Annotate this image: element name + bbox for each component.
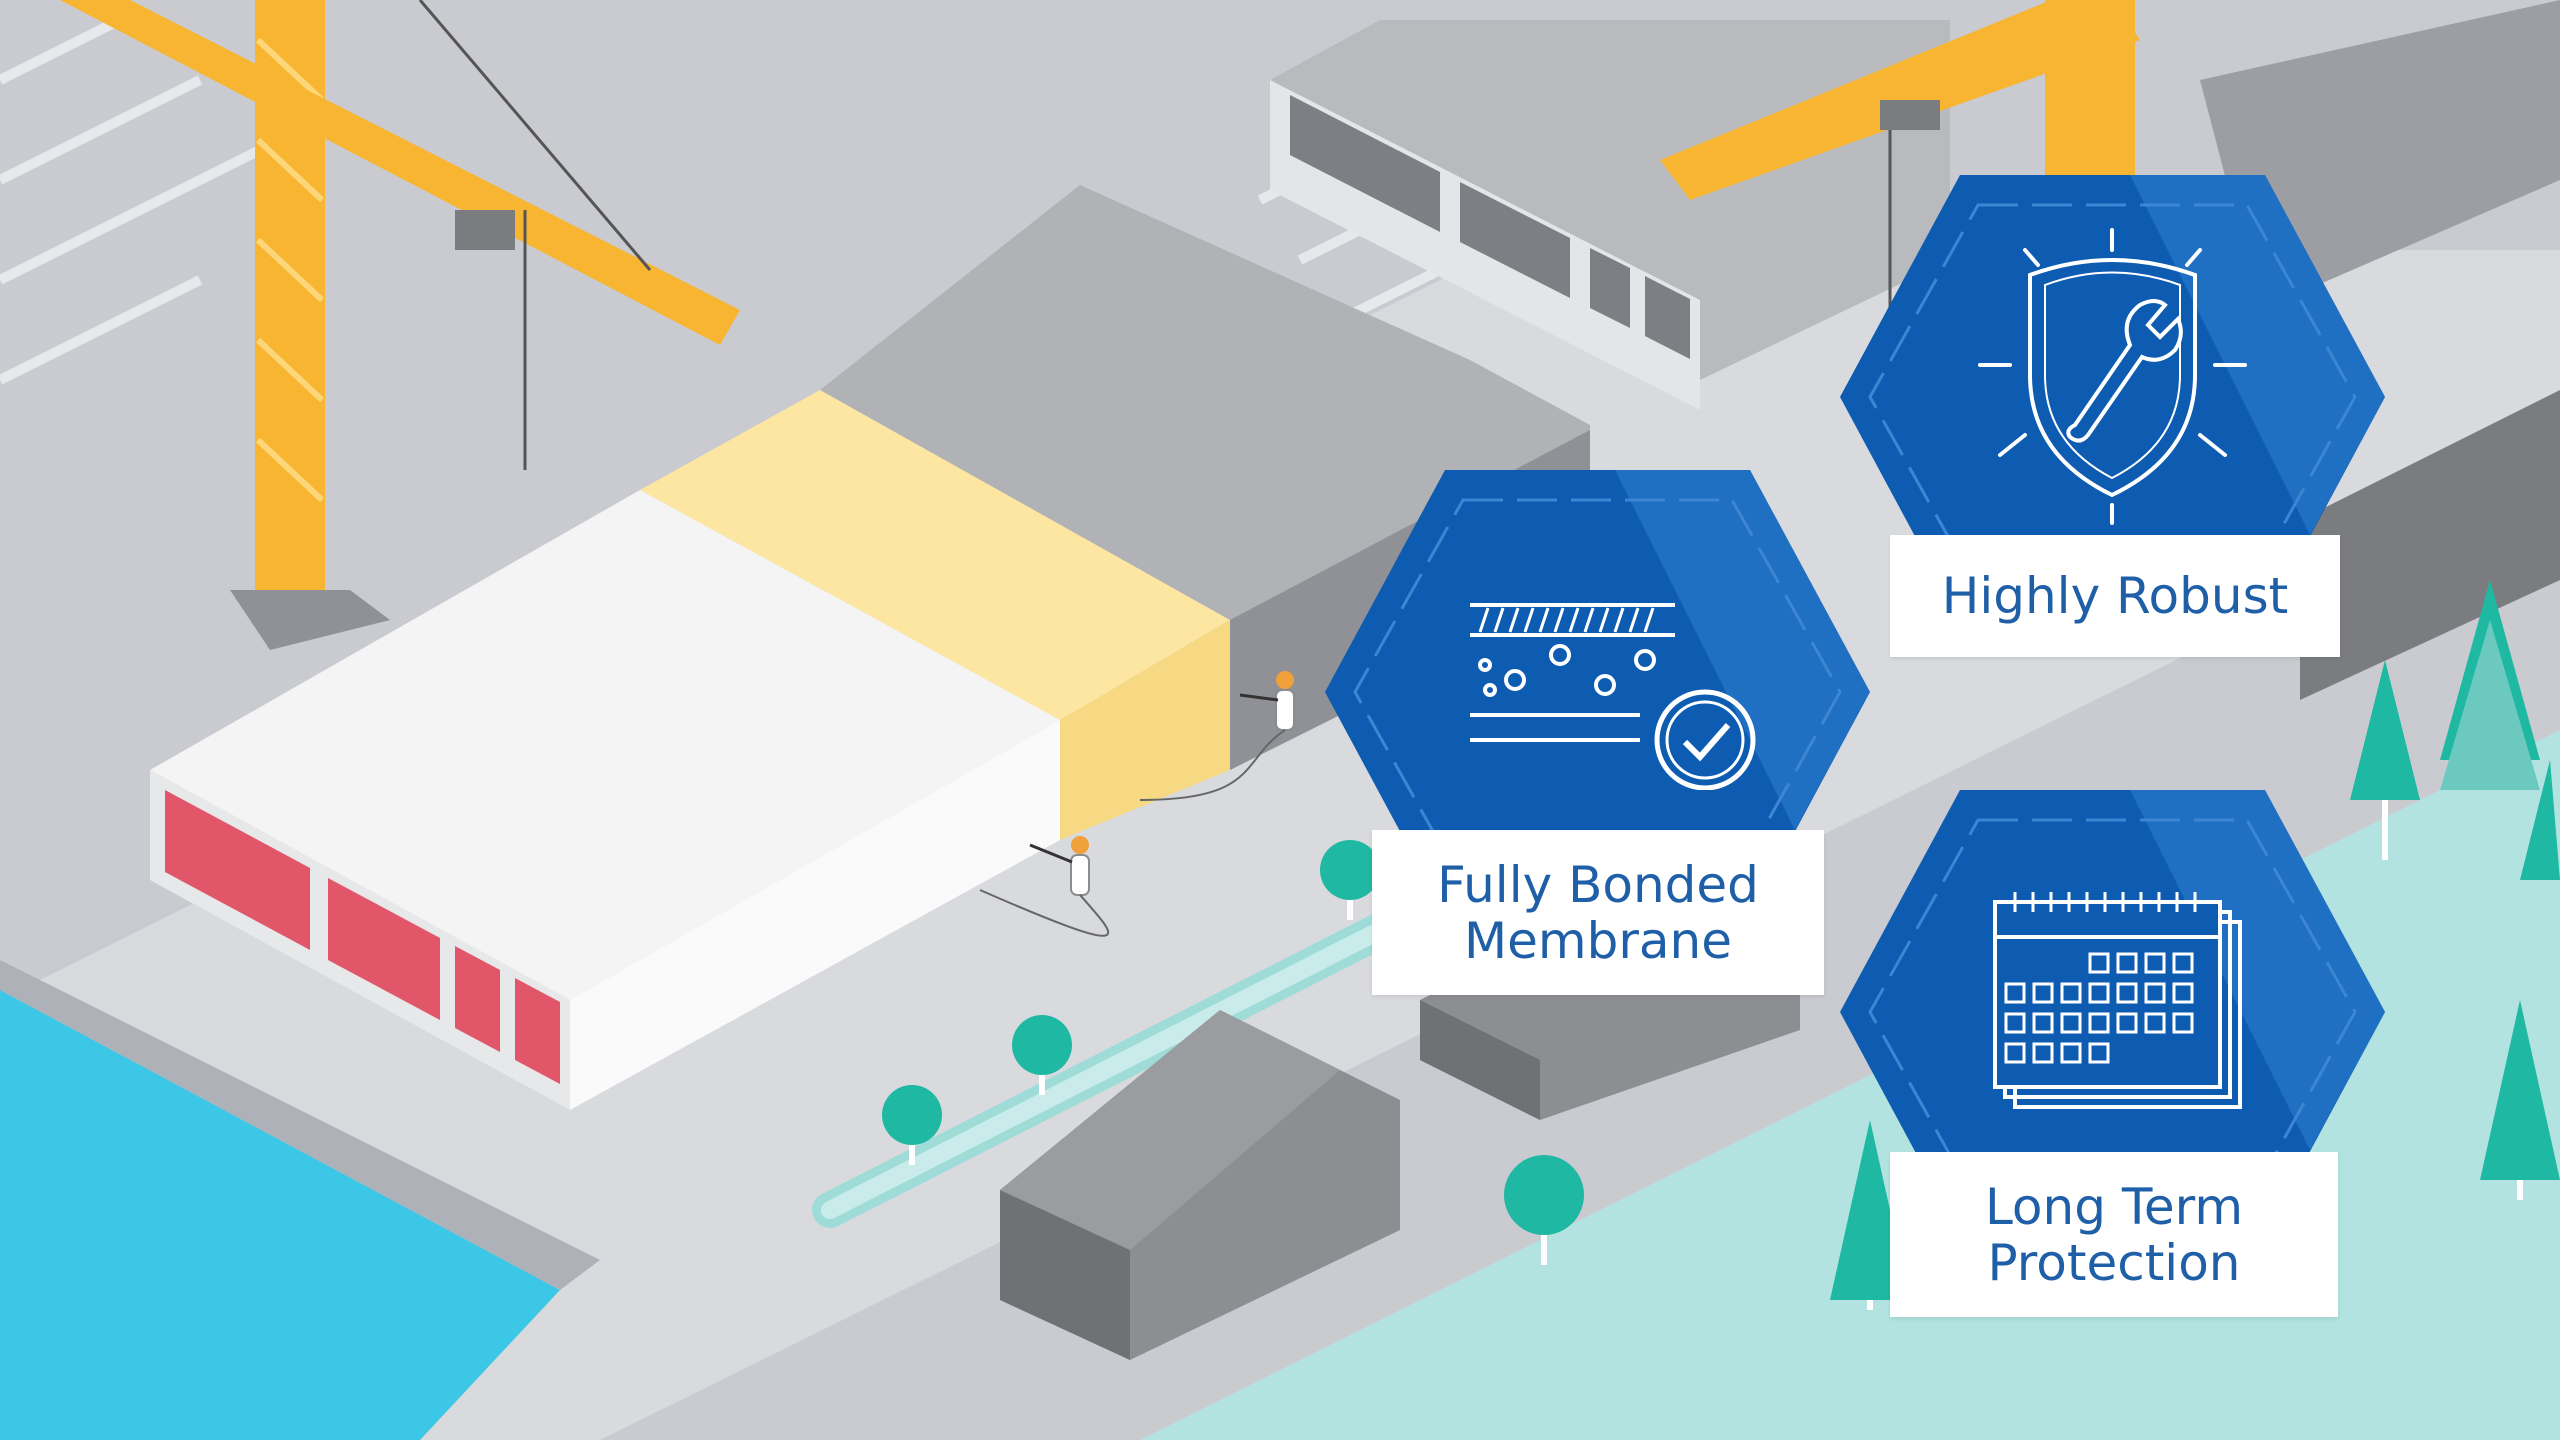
tunnel-segment-far bbox=[1270, 20, 1950, 380]
feature-label: Highly Robust bbox=[1890, 535, 2340, 657]
tunnel-cells-front bbox=[165, 790, 560, 1084]
calendar-icon bbox=[1993, 892, 2242, 1109]
feature-label-line: Highly Robust bbox=[1941, 567, 2289, 625]
shield-wrench-icon bbox=[1978, 228, 2247, 525]
round-tree bbox=[882, 840, 1584, 1265]
tunnel-side-yellow bbox=[1060, 620, 1230, 840]
membrane-layers-icon bbox=[1470, 603, 1756, 790]
hose bbox=[1139, 729, 1286, 801]
quay-edge bbox=[0, 960, 600, 1290]
tunnel-segment-white bbox=[150, 490, 1060, 1000]
crane-right bbox=[1660, 0, 2140, 330]
house bbox=[1000, 1010, 1400, 1360]
feature-label: Long Term Protection bbox=[1890, 1152, 2338, 1317]
feature-label-line: Protection bbox=[1987, 1233, 2241, 1292]
feature-label: Fully Bonded Membrane bbox=[1372, 830, 1824, 995]
hose bbox=[979, 889, 1110, 937]
tunnel-side-white bbox=[570, 720, 1060, 1110]
worker-figure bbox=[1029, 671, 1295, 896]
tunnel-cells-far bbox=[1290, 95, 1690, 359]
tunnel-segment-yellow bbox=[640, 390, 1230, 720]
feature-label-line: Long Term bbox=[1984, 1177, 2244, 1236]
crane-left bbox=[60, 0, 740, 650]
feature-label-line: Membrane bbox=[1464, 911, 1732, 970]
building-right bbox=[2300, 390, 2560, 700]
water bbox=[0, 990, 560, 1440]
feature-label-line: Fully Bonded bbox=[1437, 855, 1759, 914]
cone-tree-light bbox=[2440, 620, 2540, 790]
